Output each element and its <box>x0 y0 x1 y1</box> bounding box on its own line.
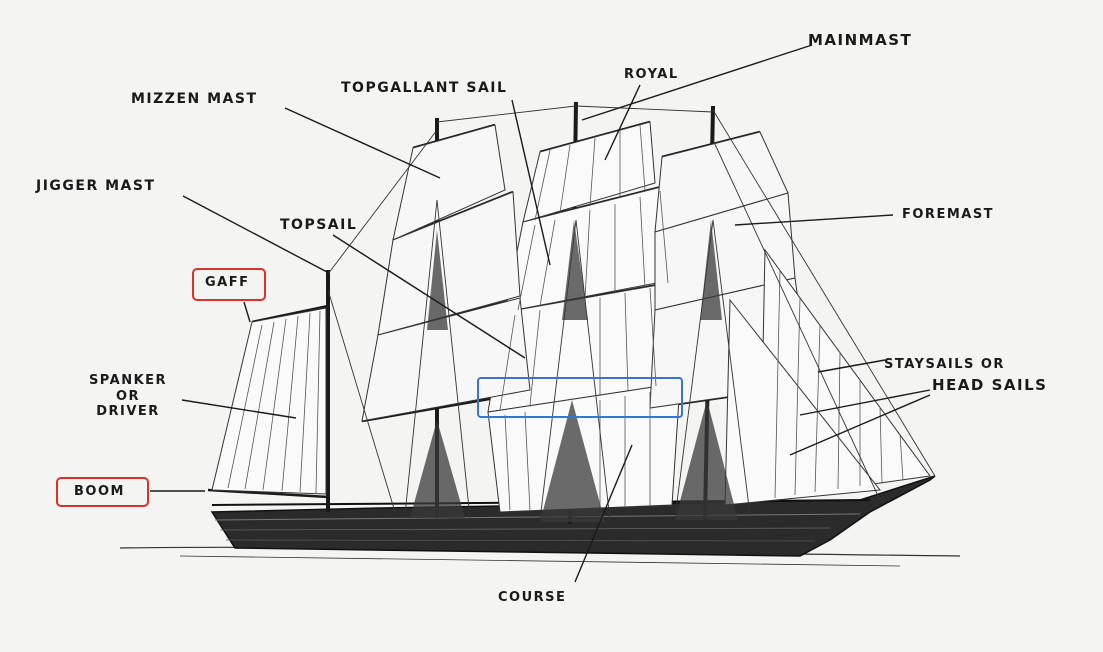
boom-highlight-box <box>56 477 149 507</box>
label-boom: BOOM <box>74 484 125 499</box>
sail-hatching <box>499 124 669 511</box>
pointer-lines <box>150 44 931 583</box>
rigging <box>327 105 936 521</box>
label-foremast: FOREMAST <box>902 207 995 222</box>
label-head-sails-text: HEAD SAILS <box>932 376 1048 394</box>
label-royal: ROYAL <box>624 67 679 82</box>
spanker-sail <box>211 307 327 495</box>
spanker-line: SPANKER <box>88 373 168 388</box>
label-staysails: STAYSAILS OR <box>884 357 1005 372</box>
label-topgallant-sail: TOPGALLANT SAIL <box>341 80 508 96</box>
label-topsail: TOPSAIL <box>280 217 358 233</box>
spanker-or-line: OR <box>115 388 141 404</box>
label-mainmast: MAINMAST <box>808 31 913 49</box>
spanker-driver-line: DRIVER <box>96 404 160 420</box>
label-course: COURSE <box>498 590 567 605</box>
head-sails <box>724 248 931 506</box>
gaff-highlight-box <box>192 268 266 301</box>
yard-highlight-box <box>477 377 683 418</box>
label-spanker-or-driver: SPANKER OR DRIVER <box>82 373 174 420</box>
label-mizzen-mast: MIZZEN MAST <box>131 91 258 107</box>
label-gaff: GAFF <box>205 275 250 290</box>
shrouds <box>410 220 738 522</box>
label-jigger-mast: JIGGER MAST <box>36 178 156 194</box>
